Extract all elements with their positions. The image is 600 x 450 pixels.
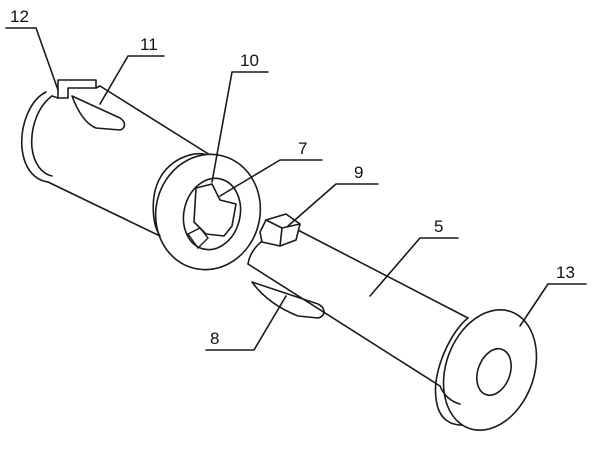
sleeve-back-rim-inner xyxy=(30,95,53,177)
leader-12 xyxy=(5,27,59,91)
sleeve-drive-hole-key xyxy=(186,227,209,250)
sleeve-lower-edge xyxy=(47,181,161,237)
shaft-lower-edge xyxy=(247,263,441,387)
shaft-assembly xyxy=(247,213,538,431)
label-part-5: 5 xyxy=(434,217,443,236)
shaft-upper-edge xyxy=(293,227,469,319)
sleeve-end-ring-side xyxy=(152,152,205,237)
leader-10 xyxy=(211,71,269,183)
sleeve-top-notch xyxy=(57,79,97,99)
sleeve-end-ring-inner xyxy=(182,177,242,251)
leader-7 xyxy=(219,159,323,197)
leader-11 xyxy=(99,55,165,105)
label-part-10: 10 xyxy=(240,51,259,70)
label-part-9: 9 xyxy=(354,163,363,182)
label-part-8: 8 xyxy=(210,329,219,348)
part-labels: 12 11 10 7 9 5 13 8 xyxy=(10,7,575,348)
shaft-keyway xyxy=(251,281,325,319)
label-part-12: 12 xyxy=(10,7,29,26)
sleeve-drive-hole xyxy=(193,183,237,237)
sleeve-back-rim xyxy=(20,91,49,183)
sleeve-assembly xyxy=(20,79,262,271)
label-part-13: 13 xyxy=(556,263,575,282)
sleeve-upper-edge xyxy=(99,85,219,161)
flange-shaft-join xyxy=(439,385,461,405)
leader-lines xyxy=(5,27,587,351)
leader-8 xyxy=(205,295,287,351)
sleeve-notch-side xyxy=(51,85,101,99)
leader-5 xyxy=(369,237,459,297)
label-part-7: 7 xyxy=(298,139,307,158)
flange-side xyxy=(434,317,471,426)
sleeve-slot xyxy=(71,95,126,131)
label-part-11: 11 xyxy=(140,35,158,54)
leader-9 xyxy=(287,183,379,227)
leader-13 xyxy=(519,283,587,327)
flange-face xyxy=(442,309,538,431)
shaft-key-edge xyxy=(265,219,301,247)
flange-hole xyxy=(476,347,512,397)
